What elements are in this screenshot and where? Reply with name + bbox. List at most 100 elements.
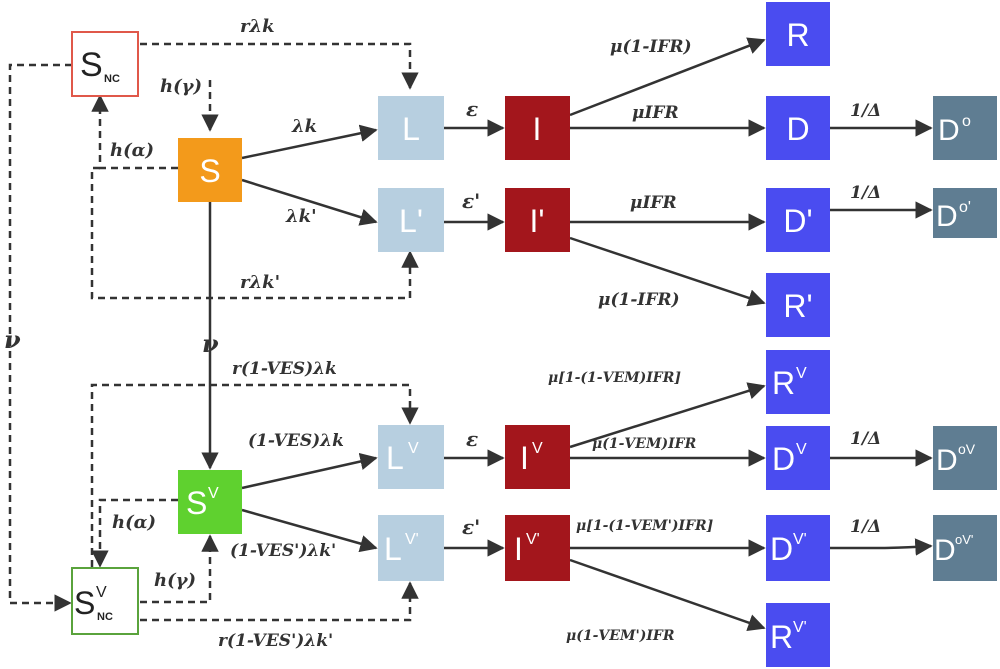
- label-nu-mid: ν: [202, 329, 219, 358]
- edge-labels: rλk h(γ) h(α) λk λk' ε ε' μ(1-IFR) μIFR …: [4, 16, 881, 651]
- node-rv: R V: [766, 350, 830, 414]
- label-inv-delta-1: 1/Δ: [850, 101, 881, 121]
- edge-dvp-to-dovp: [830, 538, 933, 556]
- node-snc-main: S: [80, 46, 103, 84]
- node-sv: S V: [178, 470, 242, 534]
- edge-s-to-lp: [241, 178, 378, 226]
- node-d-main: D: [786, 111, 809, 147]
- node-svnc-sup: V: [96, 584, 107, 601]
- node-dvp-sup: V': [793, 531, 807, 548]
- node-i-main: I: [533, 111, 542, 147]
- label-inv-delta-2: 1/Δ: [850, 183, 881, 203]
- label-r-ves-lambda-k: r(1-VES)λk: [232, 359, 337, 379]
- label-mu-1-ifr: μ(1-IFR): [610, 37, 692, 57]
- node-lvp-main: L: [384, 531, 402, 567]
- node-snc: S NC: [71, 31, 139, 97]
- edge-ip-to-rp: [569, 236, 766, 307]
- node-dop-main: D: [936, 200, 958, 233]
- label-r-ves-prime-lambda-k-prime: r(1-VES')λk': [218, 631, 333, 651]
- edge-svnc-to-sv: [140, 534, 219, 604]
- label-mu-vem-ifr: μ(1-VEM)IFR: [592, 436, 696, 452]
- node-dvp-main: D: [770, 531, 793, 567]
- node-lv-main: L: [386, 440, 404, 476]
- node-iv: I V: [505, 425, 570, 489]
- node-dovp-sup: oV': [955, 532, 973, 547]
- label-ves-prime-lambda-k-prime: (1-VES')λk': [230, 541, 336, 561]
- label-r-lambda-k-prime: rλk': [240, 272, 280, 293]
- node-iv-sup: V: [532, 440, 543, 457]
- label-r-lambda-k: rλk: [240, 16, 275, 37]
- label-inv-delta-4: 1/Δ: [850, 517, 881, 537]
- label-mu-vem-prime-ifr: μ(1-VEM')IFR: [566, 628, 675, 644]
- node-rvp-main: R: [770, 619, 793, 655]
- node-i: I: [505, 96, 570, 160]
- label-lambda-k: λk: [291, 116, 317, 137]
- label-h-gamma-bottom: h(γ): [154, 570, 196, 591]
- label-mu-1-ifr-2: μ(1-IFR): [598, 290, 680, 310]
- edge-sv-to-lvp: [241, 508, 378, 553]
- node-ivp: I V': [505, 515, 570, 581]
- nodes: S NC S L L' I I' R: [71, 2, 997, 667]
- node-r-main: R: [786, 17, 809, 53]
- node-do-sup: o: [962, 113, 971, 130]
- edge-sv-to-svnc: [91, 498, 178, 568]
- edge-i-to-r: [569, 37, 766, 117]
- node-iv-main: I: [520, 440, 529, 476]
- node-dov-sup: oV: [958, 441, 976, 457]
- node-svnc-main: S: [74, 585, 95, 621]
- node-dp-main: D': [783, 203, 812, 239]
- label-eps-v: ε: [466, 427, 478, 451]
- node-sv-sup: V: [208, 485, 219, 502]
- edge-ivp-to-rvp: [569, 558, 766, 632]
- node-s-main: S: [199, 153, 220, 189]
- node-dovp: D oV': [933, 515, 997, 581]
- label-ves-lambda-k: (1-VES)λk: [248, 431, 344, 451]
- node-l: L: [378, 96, 444, 160]
- node-s: S: [178, 138, 242, 202]
- node-dov: D oV: [933, 426, 997, 490]
- node-lvp: L V': [378, 515, 444, 581]
- node-dp: D': [766, 188, 830, 252]
- node-lvp-sup: V': [405, 531, 419, 548]
- label-lambda-k-prime: λk': [285, 206, 317, 227]
- node-dv: D V: [766, 426, 830, 490]
- node-dv-sup: V: [796, 441, 807, 458]
- node-rvp: R V': [766, 603, 830, 667]
- node-dvp: D V': [766, 515, 830, 581]
- node-dop-sup: o': [959, 199, 971, 216]
- node-rvp-sup: V': [793, 619, 807, 636]
- label-mu-1-vem-prime-ifr: μ[1-(1-VEM')IFR]: [576, 518, 714, 534]
- label-h-alpha-bottom: h(α): [112, 512, 156, 533]
- label-nu-left: ν: [4, 325, 21, 354]
- node-lv-sup: V: [408, 440, 419, 457]
- edge-nu-left: [8, 63, 72, 612]
- node-rp: R': [766, 273, 830, 337]
- edge-snc-to-l: [140, 42, 419, 90]
- node-rv-main: R: [772, 365, 795, 401]
- label-h-gamma-top: h(γ): [160, 76, 202, 97]
- edge-svnc-to-lv: [90, 383, 419, 603]
- node-dv-main: D: [772, 441, 795, 477]
- label-h-alpha-top: h(α): [110, 140, 154, 161]
- dashed-edges: [8, 42, 419, 622]
- node-svnc: S V NC: [71, 567, 139, 635]
- node-ip: I': [505, 188, 570, 252]
- node-ivp-main: I: [514, 531, 523, 567]
- node-do-main: D: [938, 114, 960, 147]
- node-dop: D o': [933, 188, 997, 238]
- node-dov-main: D: [936, 444, 958, 477]
- node-lp: L': [378, 188, 444, 252]
- node-snc-sub: NC: [104, 73, 120, 85]
- edge-snc-to-lp: [90, 166, 419, 300]
- label-mu-ifr: μIFR: [632, 103, 679, 123]
- label-eps-prime: ε': [462, 189, 480, 213]
- label-inv-delta-3: 1/Δ: [850, 429, 881, 449]
- node-svnc-sub: NC: [97, 611, 113, 623]
- node-rv-sup: V: [796, 365, 807, 382]
- edge-sv-to-lv: [241, 452, 378, 490]
- label-mu-1-vem-ifr: μ[1-(1-VEM)IFR]: [548, 370, 681, 386]
- node-do: D o: [933, 96, 997, 160]
- node-ivp-sup: V': [526, 531, 540, 548]
- node-d: D: [766, 96, 830, 160]
